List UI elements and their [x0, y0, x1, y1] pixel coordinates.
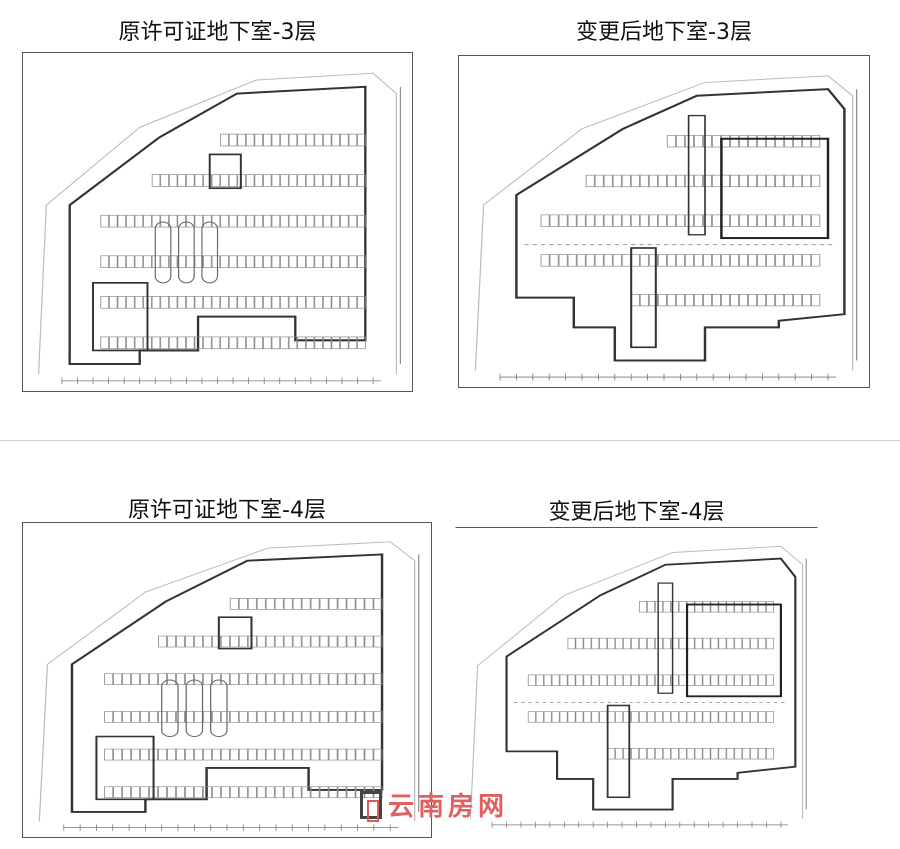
floorplan-drawing [474, 75, 858, 381]
watermark-text: 云南房网 [388, 792, 509, 822]
watermark-logo-icon [360, 790, 382, 822]
floorplan-drawing [469, 545, 807, 828]
title-changed-b4: 变更后地下室-4层 [548, 500, 725, 525]
floorplan-changed-b4 [455, 527, 818, 835]
floorplan-drawing [37, 72, 401, 385]
floorplan-changed-b3 [458, 55, 870, 388]
floorplan-original-b4 [22, 522, 432, 838]
floorplan-original-b3 [22, 52, 413, 392]
floorplan-drawing [38, 541, 420, 831]
watermark: 云南房网 [360, 786, 508, 823]
title-original-b4: 原许可证地下室-4层 [128, 498, 326, 523]
title-original-b3: 原许可证地下室-3层 [118, 20, 317, 45]
title-changed-b3: 变更后地下室-3层 [576, 20, 752, 45]
section-divider [0, 440, 900, 441]
